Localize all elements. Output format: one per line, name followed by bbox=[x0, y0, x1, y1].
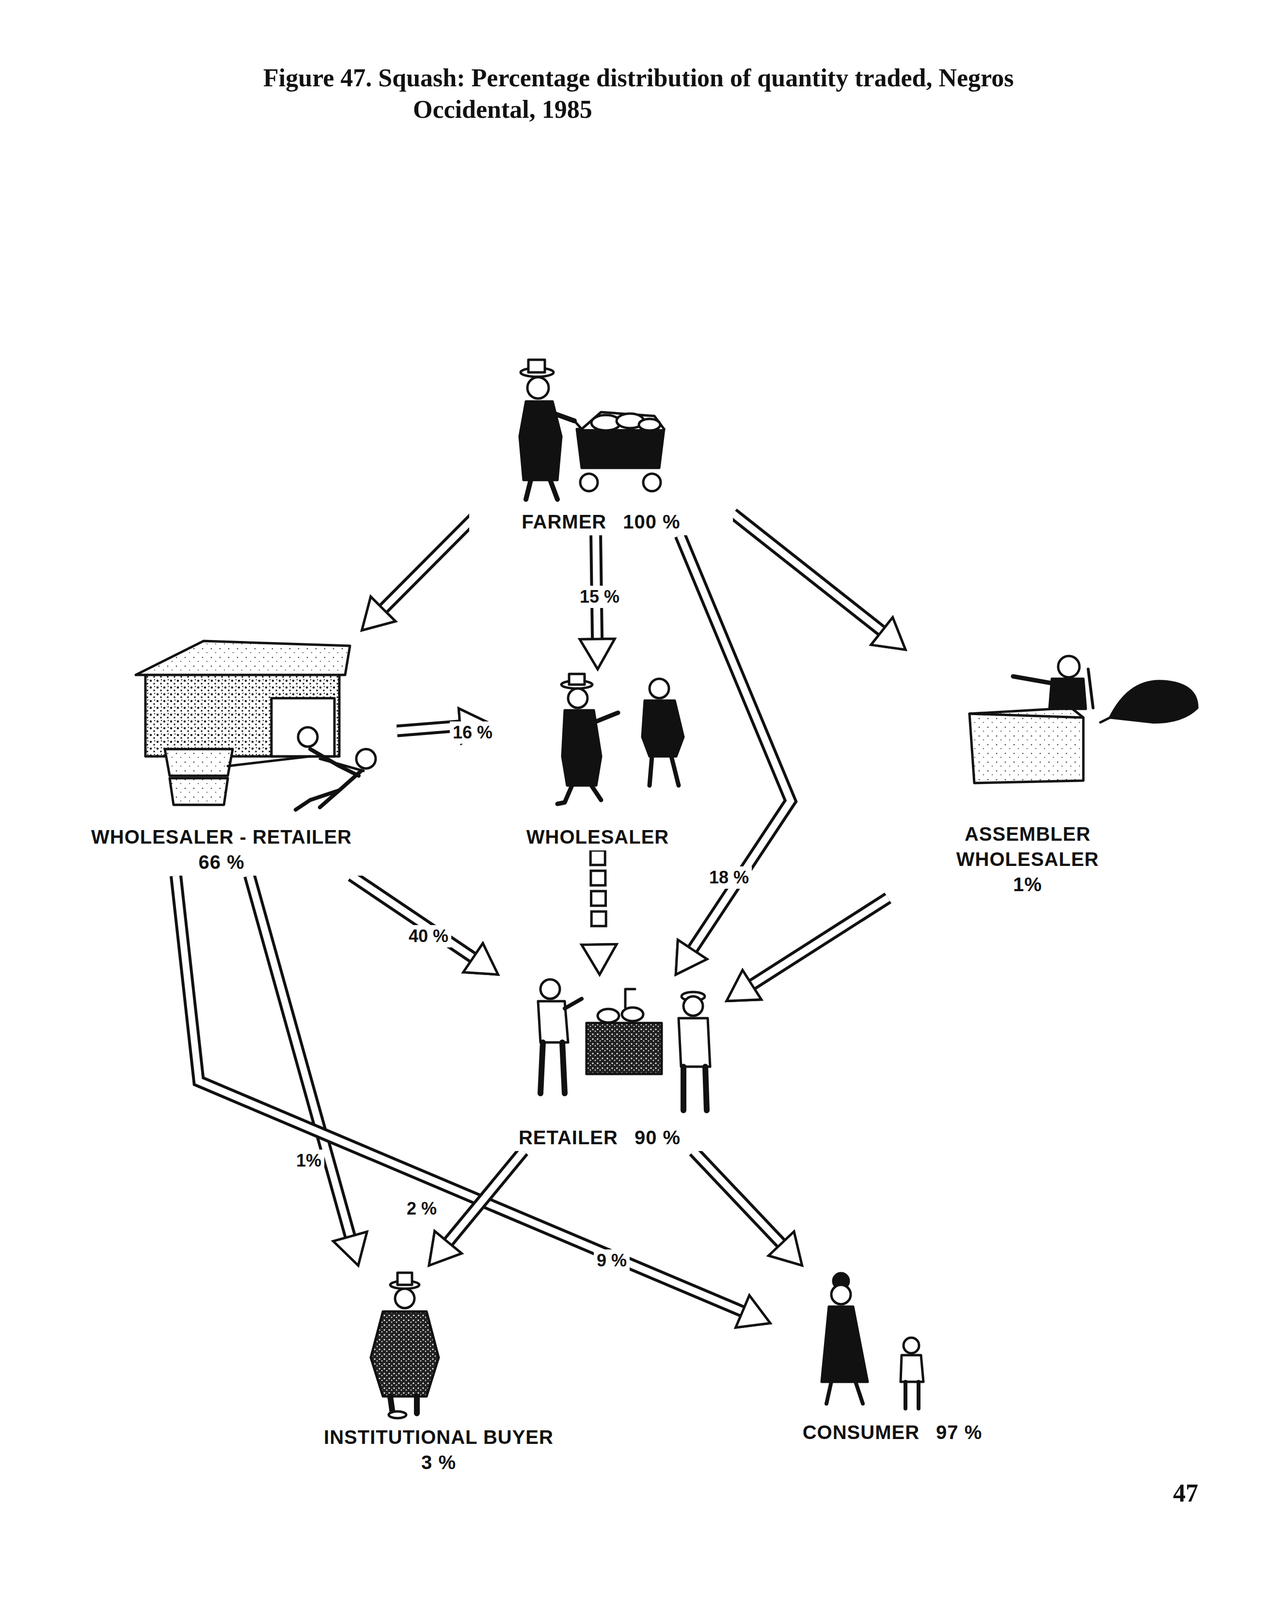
actor-label: CONSUMER 97 % bbox=[770, 1418, 1015, 1446]
arrow-band-fill bbox=[680, 535, 791, 950]
arrow-head bbox=[735, 1295, 771, 1328]
actor-name: INSTITUTIONAL BUYER bbox=[282, 1424, 595, 1450]
figure-space bbox=[277, 1265, 600, 1424]
share-percent: 97 % bbox=[935, 1421, 983, 1443]
actor-node: FARMER 100 % bbox=[469, 353, 733, 536]
actor-node: CONSUMER 97 % bbox=[770, 1265, 1015, 1446]
wholesaler-retailer-figure bbox=[135, 640, 376, 810]
flow-percent: 15 % bbox=[576, 585, 623, 608]
arrow-band-outline bbox=[249, 875, 351, 1237]
actor-node: ASSEMBLER WHOLESALER1% bbox=[853, 649, 1203, 898]
wholesaler-figure bbox=[557, 673, 684, 804]
flow-percent: 18 % bbox=[706, 866, 752, 889]
actor-name: WHOLESALER bbox=[526, 825, 669, 848]
dash-box bbox=[591, 911, 606, 926]
flow-percent: 40 % bbox=[405, 924, 452, 948]
actor-label: RETAILER 90 % bbox=[472, 1123, 727, 1151]
figure-space bbox=[490, 668, 706, 824]
dash-box bbox=[591, 890, 606, 906]
flow-percent: 2 % bbox=[403, 1197, 440, 1220]
actor-node: RETAILER 90 % bbox=[472, 974, 727, 1151]
consumer-figure bbox=[821, 1272, 924, 1409]
arrow-head bbox=[675, 939, 707, 975]
assembler-figure bbox=[969, 655, 1198, 783]
figure-space bbox=[472, 974, 727, 1124]
share-percent: 1% bbox=[925, 871, 1130, 897]
arrow-head bbox=[726, 969, 762, 1001]
actor-label: FARMER 100 % bbox=[469, 507, 733, 536]
arrow-band-fill bbox=[382, 517, 475, 610]
arrow-band-outline bbox=[448, 1150, 524, 1242]
actor-name: FARMER bbox=[521, 510, 607, 533]
arrow-band-fill bbox=[693, 1150, 782, 1244]
share-percent: 66 % bbox=[50, 849, 393, 875]
arrow-band-fill bbox=[448, 1150, 524, 1242]
flow-arrow bbox=[351, 875, 499, 975]
arrow-head bbox=[333, 1231, 367, 1266]
arrow-band-fill bbox=[732, 513, 882, 632]
arrow-band-outline bbox=[175, 875, 743, 1312]
actor-name: ASSEMBLER WHOLESALER bbox=[925, 821, 1130, 872]
arrow-band-outline bbox=[680, 535, 791, 950]
arrow-band-fill bbox=[751, 897, 889, 985]
arrow-band-outline bbox=[382, 517, 475, 610]
flow-arrow bbox=[581, 850, 617, 975]
arrow-head bbox=[362, 596, 396, 631]
flow-arrow bbox=[732, 513, 906, 650]
dash-box bbox=[590, 870, 606, 886]
arrow-head bbox=[463, 942, 499, 975]
flow-arrow bbox=[726, 897, 889, 1001]
arrow-head bbox=[428, 1230, 462, 1266]
institutional-buyer-figure bbox=[370, 1272, 439, 1418]
flow-percent: 16 % bbox=[449, 721, 496, 744]
actor-node: INSTITUTIONAL BUYER3 % bbox=[277, 1265, 600, 1476]
arrow-head bbox=[581, 943, 617, 975]
flow-percent: 1% bbox=[293, 1149, 325, 1172]
share-percent: 90 % bbox=[634, 1126, 681, 1148]
retailer-figure bbox=[538, 979, 711, 1111]
actor-name: WHOLESALER - RETAILER bbox=[50, 824, 393, 850]
flow-arrow bbox=[175, 875, 771, 1328]
flow-arrow bbox=[249, 875, 367, 1266]
arrow-band-outline bbox=[751, 897, 889, 985]
figure-space bbox=[469, 353, 733, 508]
actor-name: CONSUMER bbox=[802, 1421, 920, 1443]
arrow-head bbox=[333, 1231, 367, 1266]
arrow-head bbox=[579, 638, 615, 669]
actor-label: WHOLESALER bbox=[490, 823, 706, 851]
arrow-band-outline bbox=[732, 513, 882, 632]
share-percent: 100 % bbox=[622, 510, 681, 533]
share-percent: 3 % bbox=[282, 1449, 595, 1475]
actor-label: ASSEMBLER WHOLESALER1% bbox=[920, 820, 1135, 898]
flow-percent: 9 % bbox=[593, 1249, 630, 1272]
actor-name: RETAILER bbox=[518, 1126, 619, 1148]
figure-space bbox=[46, 630, 397, 824]
figure-space bbox=[853, 649, 1203, 821]
actor-label: INSTITUTIONAL BUYER3 % bbox=[277, 1423, 600, 1476]
arrow-band-fill bbox=[351, 875, 474, 958]
arrow-head bbox=[579, 638, 615, 669]
actor-label: WHOLESALER - RETAILER66 % bbox=[46, 823, 397, 876]
arrow-band-outline bbox=[351, 875, 474, 958]
actor-node: WHOLESALER bbox=[490, 668, 706, 851]
figure-space bbox=[770, 1265, 1015, 1419]
arrow-head bbox=[871, 617, 906, 650]
arrow-band-outline bbox=[693, 1150, 782, 1244]
figure-title: Figure 47. Squash: Percentage distributi… bbox=[263, 62, 1088, 126]
page-number: 47 bbox=[1173, 1478, 1199, 1508]
flow-arrow bbox=[675, 535, 791, 975]
arrow-head bbox=[581, 943, 617, 975]
arrow-band-fill bbox=[175, 875, 743, 1312]
farmer-figure bbox=[519, 359, 665, 500]
arrow-band-fill bbox=[249, 875, 351, 1237]
flow-arrow bbox=[362, 517, 475, 631]
flow-arrow bbox=[428, 1150, 524, 1266]
actor-node: WHOLESALER - RETAILER66 % bbox=[46, 630, 397, 876]
dash-box bbox=[590, 850, 605, 865]
arrow-head bbox=[768, 1231, 803, 1266]
flow-arrow bbox=[693, 1150, 803, 1266]
